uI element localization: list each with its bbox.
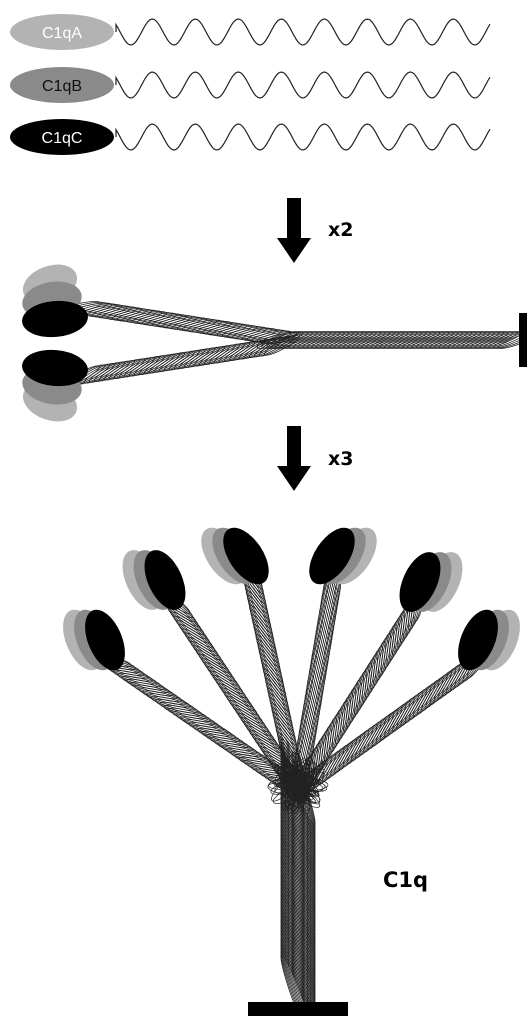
down-arrow-icon: [277, 426, 311, 491]
step-arrow-x2: x2: [277, 198, 353, 263]
down-arrow-icon: [277, 198, 311, 263]
bouquet-helix-coils: [88, 548, 496, 1016]
dimer-structure: [18, 258, 527, 429]
globular-head: [192, 520, 278, 592]
dimer-stalk-cap: [519, 313, 527, 367]
c1qc-label: C1qC: [42, 130, 83, 147]
dimer-head-lower: [18, 347, 90, 428]
globular-head: [55, 604, 133, 676]
chain-wave-c1qa: [116, 19, 490, 45]
bouquet-globular-heads: [55, 520, 527, 676]
dimer-helix-coils: [62, 299, 527, 389]
chain-row-c1qa: C1qA: [10, 14, 490, 50]
step-label-x2: x2: [328, 219, 353, 241]
c1qb-label: C1qB: [42, 78, 82, 95]
c1q-bouquet: C1q: [55, 520, 527, 1016]
chain-wave-c1qb: [116, 72, 490, 98]
step-arrow-x3: x3: [277, 426, 353, 491]
chain-row-c1qb: C1qB: [10, 67, 490, 103]
dimer-head-upper: [18, 258, 90, 340]
globular-head: [450, 604, 527, 676]
chain-wave-c1qc: [116, 124, 490, 150]
globular-head: [114, 544, 194, 616]
stalk-base-cap: [248, 1002, 348, 1016]
step-label-x3: x3: [328, 448, 353, 470]
product-label: C1q: [383, 868, 428, 892]
chain-row-c1qc: C1qC: [10, 119, 490, 155]
globular-head: [300, 520, 386, 592]
globular-head: [391, 546, 471, 618]
c1qa-label: C1qA: [42, 25, 82, 42]
